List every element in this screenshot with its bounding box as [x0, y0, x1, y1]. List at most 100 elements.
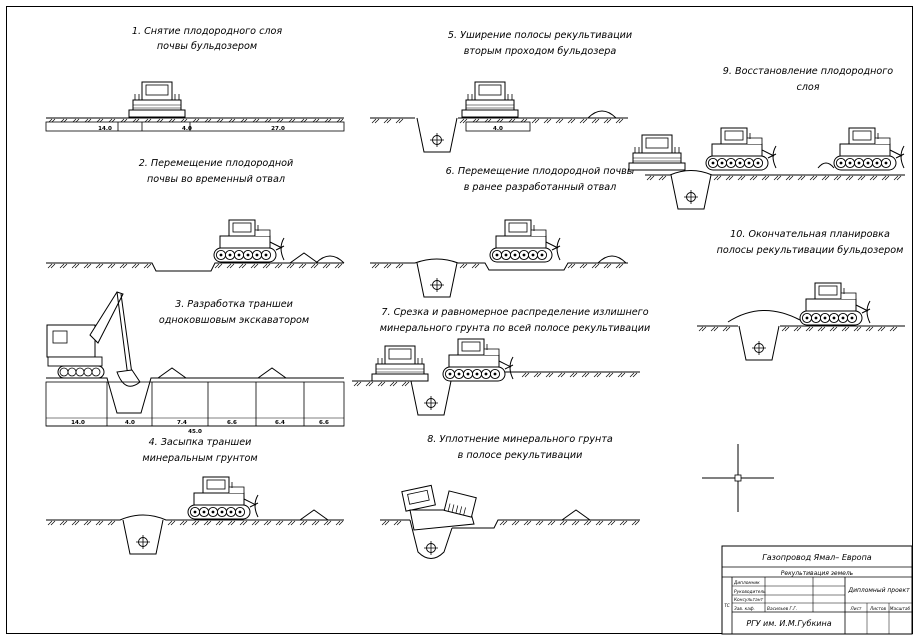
total-dim-label: 45.0	[188, 429, 202, 435]
ground-hatch-mark	[841, 326, 850, 332]
dim-label: 6.6	[227, 420, 237, 426]
ground-hatch-mark	[371, 263, 380, 269]
ground-hatch-mark	[499, 520, 508, 526]
ground-hatch-mark	[262, 263, 271, 269]
ground-hatch-mark	[401, 381, 410, 387]
stage-7-caption-line2: минерального грунта по всей полосе рекул…	[380, 323, 650, 334]
ground-hatch-mark	[226, 263, 235, 269]
ground-hatch-mark	[335, 520, 344, 526]
stage-2-caption-line1: 2. Перемещение плодородной	[139, 158, 294, 169]
role-label: Зав. каф.	[734, 606, 755, 612]
dim-label: 27.0	[271, 126, 285, 132]
ground-hatch-mark	[521, 372, 530, 378]
ground-hatch-mark	[83, 520, 92, 526]
ground-hatch-mark	[579, 263, 588, 269]
trench-pipe-icon	[122, 519, 164, 555]
ground-hatch-mark	[737, 175, 746, 181]
stage-9-caption-line1: 9. Восстановление плодородного	[723, 66, 894, 77]
ground-hatch-mark	[710, 326, 719, 332]
stage-7: 7. Срезка и равномерное распределение из…	[352, 307, 650, 416]
side-label: ТС	[724, 603, 730, 609]
sheet-title: Рекультивация земель	[781, 570, 854, 577]
ground-hatch-mark	[857, 175, 866, 181]
ground-hatch-mark	[725, 175, 734, 181]
bulldozer-icon	[187, 476, 259, 520]
dim-label: 6.6	[319, 420, 329, 426]
ground-hatch-mark	[322, 263, 331, 269]
stage-9: 9. Восстановление плодородного слоя	[628, 66, 905, 210]
ground-hatch-mark	[591, 263, 600, 269]
stage-4: 4. Засыпка траншеи минеральным грунтом	[46, 437, 344, 555]
title-block: Газопровод Ямал– Европа Рекультивация зе…	[721, 545, 913, 635]
ground-hatch-mark	[845, 175, 854, 181]
ground-hatch-mark	[591, 118, 600, 124]
bulldozer-front-icon	[128, 81, 186, 118]
ground-hatch-mark	[383, 118, 392, 124]
ground-hatch-mark	[310, 263, 319, 269]
stage-9-caption-line2: слоя	[796, 82, 819, 93]
ground-hatch-mark	[393, 520, 402, 526]
ground-hatch-mark	[547, 520, 556, 526]
stage-8-caption-line2: в полосе рекультивации	[458, 450, 583, 461]
ground-hatch-mark	[722, 326, 731, 332]
ground-hatch-mark	[471, 263, 480, 269]
ground-hatch-mark	[535, 520, 544, 526]
ground-hatch-mark	[595, 520, 604, 526]
ground-hatch-mark	[459, 263, 468, 269]
trench-pipe-icon	[416, 262, 458, 298]
stage-1-caption-line2: почвы бульдозером	[157, 40, 257, 52]
trench-pipe-icon	[738, 325, 780, 361]
stage-3-caption-line1: 3. Разработка траншеи	[175, 298, 293, 310]
stage-4-caption-line1: 4. Засыпка траншеи	[149, 437, 252, 448]
ground-hatch-mark	[793, 326, 802, 332]
dim-label: 7.4	[177, 420, 187, 426]
ground-hatch-mark	[214, 263, 223, 269]
stage-2: 2. Перемещение плодородной почвы во врем…	[46, 158, 345, 272]
ground-hatch-mark	[227, 520, 236, 526]
ground-hatch-mark	[191, 520, 200, 526]
ground-hatch-mark	[47, 263, 56, 269]
ground-hatch-mark	[71, 520, 80, 526]
ground-hatch-mark	[179, 520, 188, 526]
ground-hatch-mark	[579, 118, 588, 124]
stage-6-caption-line2: в ранее разработанный отвал	[464, 181, 617, 193]
ground-hatch-mark	[239, 520, 248, 526]
ground-hatch-mark	[869, 175, 878, 181]
ground-hatch-mark	[817, 326, 826, 332]
dim-label: 4.0	[493, 126, 503, 132]
ground-hatch-mark	[286, 263, 295, 269]
ground-hatch-mark	[167, 520, 176, 526]
ground-hatch-mark	[749, 175, 758, 181]
ground-hatch-mark	[83, 263, 92, 269]
col-label: Листов	[869, 606, 887, 612]
ground-hatch-mark	[251, 520, 260, 526]
ground-hatch-mark	[615, 118, 624, 124]
bulldozer-front-icon	[628, 134, 686, 171]
ground-hatch-mark	[287, 520, 296, 526]
stage-5: 5. Уширение полосы рекультивации вторым …	[370, 30, 632, 153]
stage-5-caption-line1: 5. Уширение полосы рекультивации	[448, 30, 632, 41]
ground-hatch-mark	[377, 381, 386, 387]
bulldozer-front-icon	[461, 81, 519, 118]
ground-hatch-mark	[274, 263, 283, 269]
stage-8-caption-line1: 8. Уплотнение минерального грунта	[427, 434, 613, 445]
ground-hatch-mark	[131, 263, 140, 269]
ground-hatch-mark	[533, 372, 542, 378]
ground-hatch-mark	[571, 520, 580, 526]
ground-hatch-mark	[523, 520, 532, 526]
ground-hatch-mark	[119, 263, 128, 269]
ground-hatch-mark	[215, 520, 224, 526]
stage-label: Дипломный проект	[847, 587, 910, 594]
ground-hatch-mark	[773, 175, 782, 181]
ground-hatch-mark	[781, 326, 790, 332]
ground-hatch-mark	[853, 326, 862, 332]
bulldozer-icon	[213, 219, 285, 263]
ground-hatch-mark	[713, 175, 722, 181]
trench-pipe-icon	[410, 380, 452, 416]
dim-label: 14.0	[71, 420, 85, 426]
ground-hatch-mark	[603, 118, 612, 124]
ground-hatch-mark	[365, 381, 374, 387]
stage-6-caption-line1: 6. Перемещение плодородной почвы	[446, 166, 635, 177]
ground-hatch-mark	[334, 263, 343, 269]
